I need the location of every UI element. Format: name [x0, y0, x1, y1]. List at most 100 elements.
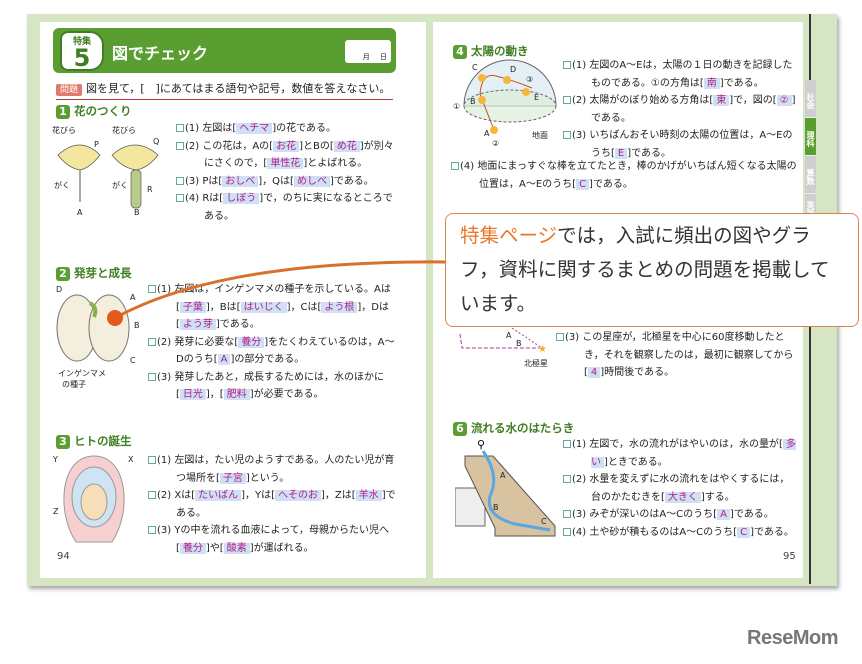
- answer-highlight: はいじく: [240, 301, 287, 313]
- checkbox-icon[interactable]: [451, 162, 459, 170]
- answer-highlight: しぼう: [223, 193, 260, 204]
- fetus-shape: [80, 483, 108, 521]
- question-item: (1) 左図のA～Eは，太陽の１日の動きを記録したものである。①の方角は[南]で…: [563, 57, 799, 92]
- question-text: (4) 地面にまっすぐな棒を立てたとき，棒のかげがいちばん短くなる太陽の位置は，…: [460, 161, 797, 190]
- figure-label: がく: [54, 180, 70, 190]
- tab-math[interactable]: 算数: [805, 156, 816, 194]
- answer-highlight: 単性花: [267, 158, 304, 169]
- question-item: (2) この花は，Aの[お花]とBの[め花]が別々にさくので，[単性花]とよばれ…: [176, 138, 398, 173]
- plumule: [88, 301, 98, 318]
- question-text: ]である。: [589, 178, 633, 190]
- checkbox-icon[interactable]: [148, 372, 156, 381]
- slope-board: [464, 455, 556, 537]
- figure-label: B: [470, 97, 476, 106]
- question-text: ]，Cは[: [286, 301, 322, 313]
- constellation-figure: ★ A B 北極星: [459, 328, 548, 368]
- answer-highlight: 子宮: [219, 472, 246, 484]
- checkbox-icon[interactable]: [176, 176, 184, 185]
- section-number: 1: [56, 105, 70, 119]
- figure-label: 地面: [532, 130, 548, 140]
- checkbox-icon[interactable]: [563, 527, 571, 536]
- ovary-shape: [130, 169, 142, 209]
- checkbox-icon[interactable]: [556, 333, 564, 341]
- date-box: 月 日: [345, 40, 391, 63]
- callout-dot: [107, 310, 123, 326]
- checkbox-icon[interactable]: [563, 131, 571, 139]
- question-text: ]，Dは[: [176, 301, 389, 331]
- figure-label: ①: [453, 102, 460, 111]
- tab-science[interactable]: 理科: [805, 118, 816, 156]
- figure-label: A: [77, 208, 83, 217]
- figure-label: の種子: [62, 379, 86, 389]
- checkbox-icon[interactable]: [563, 475, 571, 483]
- chapter-header: [53, 28, 396, 73]
- resemom-logo: ReseMom: [747, 627, 838, 649]
- checkbox-icon[interactable]: [563, 510, 571, 518]
- checkbox-icon[interactable]: [148, 491, 156, 499]
- section-title: 花のつくり: [74, 104, 132, 118]
- checkbox-icon[interactable]: [563, 440, 571, 448]
- checkbox-icon[interactable]: [148, 526, 156, 534]
- answer-highlight: E: [614, 147, 628, 159]
- question-item: (2) 水量を変えずに水の流れをはやくするには，台のかたむきを[大きく]する。: [563, 471, 799, 506]
- fetus-figure: Y X Z: [52, 455, 134, 543]
- flower-b-shape: [111, 144, 159, 171]
- answer-highlight: 大きく: [664, 491, 701, 503]
- answer-highlight: たいばん: [195, 490, 242, 501]
- section-number: 3: [56, 435, 70, 449]
- question-text: 図を見て，[ ]にあてはまる語句や記号，数値を答えなさい。: [86, 82, 391, 95]
- tab-social-studies[interactable]: 社会: [805, 80, 816, 118]
- figure-label: E: [534, 93, 539, 102]
- figure-label: D: [510, 65, 516, 74]
- question-text: (1) 左図のA～Eは，太陽の１日の動きを記録したものである。①の方角は[: [572, 60, 793, 89]
- answer-highlight: よう芽: [179, 319, 216, 330]
- checkbox-icon[interactable]: [148, 337, 156, 346]
- question-text: ]という。: [245, 472, 290, 484]
- question-tag: 問題: [56, 84, 83, 96]
- figure-label: ③: [526, 75, 533, 84]
- question-text: (1) 左図は[: [185, 123, 237, 134]
- page-number-left: 94: [57, 551, 70, 562]
- answer-highlight: 子葉: [179, 301, 206, 313]
- checkbox-icon[interactable]: [148, 285, 156, 293]
- section-title: 太陽の動き: [471, 44, 529, 58]
- question-text: ]である。: [329, 175, 374, 187]
- question-list: (1) 左図は[ヘチマ]の花である。(2) この花は，Aの[お花]とBの[め花]…: [176, 120, 398, 225]
- question-item: (4) 地面にまっすぐな棒を立てたとき，棒のかげがいちばん短くなる太陽の位置は，…: [451, 158, 799, 193]
- section-number: 6: [453, 422, 467, 436]
- checkbox-icon[interactable]: [563, 61, 571, 69]
- answer-highlight: 4: [587, 367, 601, 378]
- flower-a-shape: [57, 144, 101, 171]
- answer-highlight: 養分: [179, 542, 206, 554]
- answer-highlight: 東: [713, 95, 730, 106]
- answer-highlight: ヘチマ: [236, 123, 273, 134]
- answer-highlight: 肥料: [223, 389, 250, 400]
- question-text: (1) 左図は，インゲンマメの種子を示している。Aは[: [157, 284, 391, 313]
- page-number-right: 95: [783, 551, 796, 562]
- checkbox-icon[interactable]: [176, 194, 184, 202]
- checkbox-icon[interactable]: [563, 96, 571, 104]
- section-title: 発芽と成長: [74, 266, 132, 280]
- figure-label: C: [541, 517, 547, 526]
- question-text: ]，Qは[: [258, 175, 294, 187]
- question-item: (3) いちばんおそい時刻の太陽の位置は，A～Eのうち[E]である。: [563, 127, 799, 162]
- question-text: ]である。: [729, 509, 774, 520]
- question-item: (2) Xは[たいばん]，Yは[へそのお]，Zは[羊水]である。: [148, 487, 398, 522]
- question-text: (3) この星座が，北極星を中心に60度移動したとき，それを観察したのは，最初に…: [565, 332, 794, 378]
- checkbox-icon[interactable]: [176, 141, 184, 150]
- question-text: (2) この花は，Aの[: [185, 140, 274, 152]
- answer-highlight: 南: [703, 77, 720, 89]
- sun-path: [479, 74, 533, 131]
- polaris-star-icon: ★: [538, 344, 547, 355]
- figure-label: D: [56, 285, 62, 294]
- answer-highlight: おしべ: [222, 175, 259, 187]
- question-text: (3) Yの中を流れる血液によって，母親からたい児へ[: [157, 525, 389, 554]
- question-item: (4) Rは[しぼう]で，のちに実になるところである。: [176, 190, 398, 225]
- checkbox-icon[interactable]: [148, 456, 156, 464]
- callout-pointer: [107, 260, 447, 326]
- question-text: ]が別々にさくので，[: [204, 140, 394, 170]
- question-text: ]や[: [205, 542, 224, 554]
- checkbox-icon[interactable]: [176, 124, 184, 132]
- question-item: (1) 左図は[ヘチマ]の花である。: [176, 120, 398, 138]
- figure-label: A: [500, 471, 506, 480]
